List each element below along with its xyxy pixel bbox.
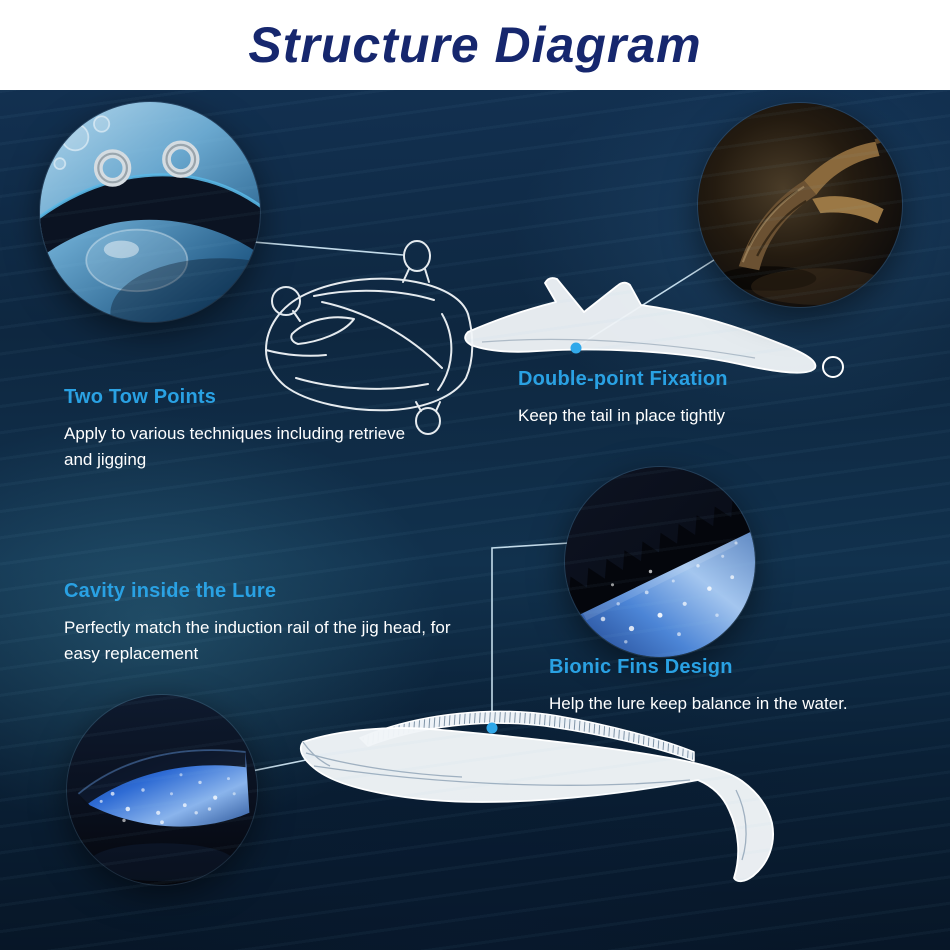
callout-body-two-tow-points: Apply to various techniques including re…	[64, 424, 406, 470]
dorsal-fin-hatched	[359, 710, 695, 762]
fins-texture-closeup-art	[565, 467, 755, 657]
lure-body-silhouette	[300, 727, 774, 883]
serrated-fin-edge	[568, 497, 755, 618]
marker-dots	[486, 342, 582, 734]
tow-points-closeup-photo	[40, 102, 260, 322]
fins-texture-closeup-photo	[565, 467, 755, 657]
callout-heading-cavity: Cavity inside the Lure	[64, 580, 277, 602]
lure-body-line-drawing	[300, 710, 774, 883]
callout-body-double-point-fixation: Keep the tail in place tightly	[518, 406, 725, 425]
tail-fixation-closeup-art	[698, 103, 902, 307]
line-art-overlay	[229, 239, 844, 883]
leader-line-fins	[491, 541, 586, 726]
callout-body-bionic-fins: Help the lure keep balance in the water.	[549, 694, 848, 713]
marker-dot-tail-fixation	[570, 342, 582, 354]
hook-hanger-ring	[415, 407, 441, 435]
callout-heading-double-point-fixation: Double-point Fixation	[518, 368, 728, 390]
header: Structure Diagram	[0, 0, 950, 90]
tail-end-ring	[822, 356, 844, 378]
callout-cavity: Cavity inside the Lure Perfectly match t…	[64, 580, 464, 668]
callout-body-cavity: Perfectly match the induction rail of th…	[64, 618, 451, 664]
tail-fixation-closeup-photo	[698, 103, 902, 307]
tow-ring-front	[271, 286, 301, 316]
callout-double-point-fixation: Double-point Fixation Keep the tail in p…	[518, 368, 848, 429]
marker-dot-fins	[486, 722, 498, 734]
page-title: Structure Diagram	[248, 17, 702, 73]
soft-tail-line-drawing	[464, 277, 844, 378]
cavity-closeup-photo	[67, 695, 257, 885]
callout-heading-two-tow-points: Two Tow Points	[64, 386, 217, 408]
cavity-closeup-art	[67, 695, 257, 885]
underwater-scene: Two Tow Points Apply to various techniqu…	[0, 90, 950, 950]
tow-points-closeup-art	[40, 102, 260, 322]
leader-line-tow-points	[229, 239, 404, 256]
callout-two-tow-points: Two Tow Points Apply to various techniqu…	[64, 386, 414, 474]
jig-head-line-drawing	[265, 240, 474, 435]
tow-ring-top	[403, 240, 431, 272]
leader-line-cavity	[251, 759, 307, 772]
callout-heading-bionic-fins: Bionic Fins Design	[549, 656, 733, 678]
callout-bionic-fins: Bionic Fins Design Help the lure keep ba…	[549, 656, 939, 717]
